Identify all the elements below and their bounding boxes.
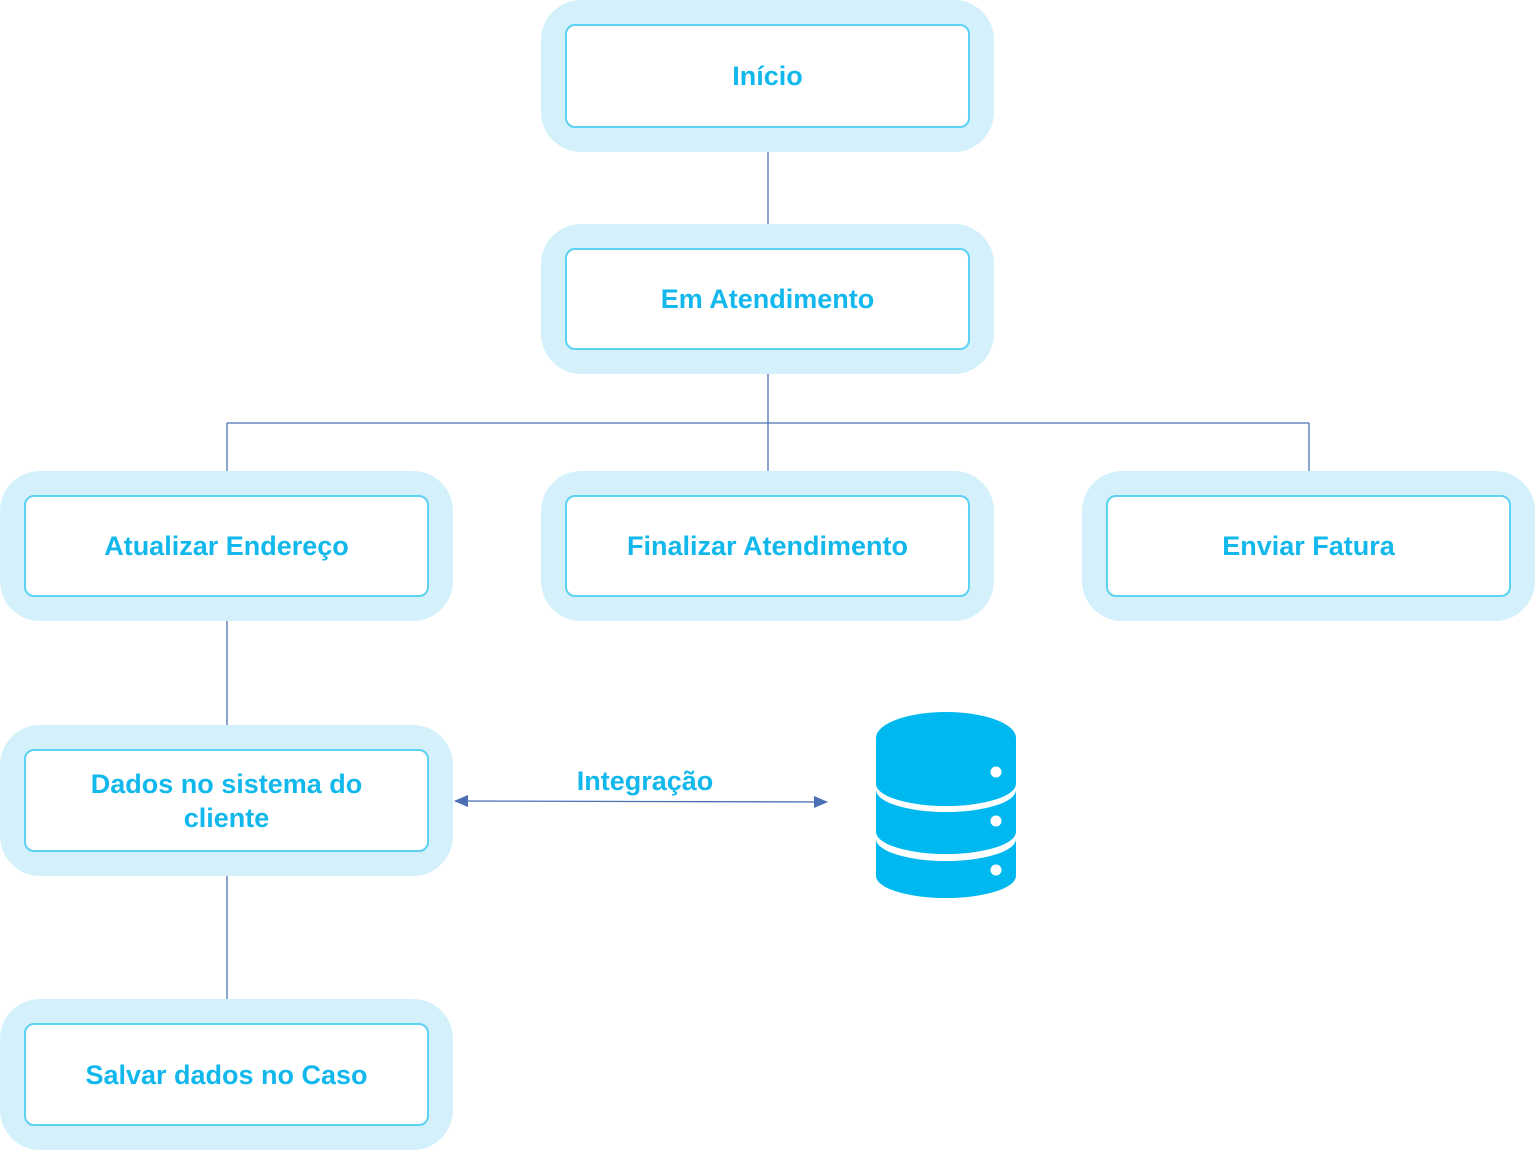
node-enviar-fatura[interactable]: Enviar Fatura (1082, 471, 1535, 621)
node-salvar-dados-label: Salvar dados no Caso (85, 1059, 368, 1090)
node-inicio[interactable]: Início (541, 0, 994, 152)
node-em-atendimento-label: Em Atendimento (660, 284, 875, 314)
node-atualizar-endereco-box: Atualizar Endereço (24, 495, 429, 597)
node-em-atendimento[interactable]: Em Atendimento (541, 224, 994, 374)
node-finalizar-atendimento-box: Finalizar Atendimento (565, 495, 970, 597)
node-inicio-box: Início (565, 24, 970, 128)
node-enviar-fatura-box: Enviar Fatura (1106, 495, 1511, 597)
node-enviar-fatura-label: Enviar Fatura (1222, 531, 1395, 561)
node-dados-sistema-label: Dados no sistema do cliente (90, 768, 363, 833)
database-icon (876, 712, 1016, 898)
node-salvar-dados[interactable]: Salvar dados no Caso (0, 999, 453, 1150)
node-finalizar-atendimento-label: Finalizar Atendimento (626, 531, 909, 561)
node-dados-sistema[interactable]: Dados no sistema do cliente (0, 725, 453, 876)
node-finalizar-atendimento[interactable]: Finalizar Atendimento (541, 471, 994, 621)
node-inicio-label: Início (732, 61, 803, 91)
node-dados-sistema-box: Dados no sistema do cliente (24, 749, 429, 852)
node-em-atendimento-box: Em Atendimento (565, 248, 970, 350)
node-atualizar-endereco-label: Atualizar Endereço (104, 531, 349, 561)
node-atualizar-endereco[interactable]: Atualizar Endereço (0, 471, 453, 621)
integration-arrow (454, 795, 828, 808)
node-salvar-dados-box: Salvar dados no Caso (24, 1023, 429, 1126)
integration-label: Integração (576, 766, 714, 796)
